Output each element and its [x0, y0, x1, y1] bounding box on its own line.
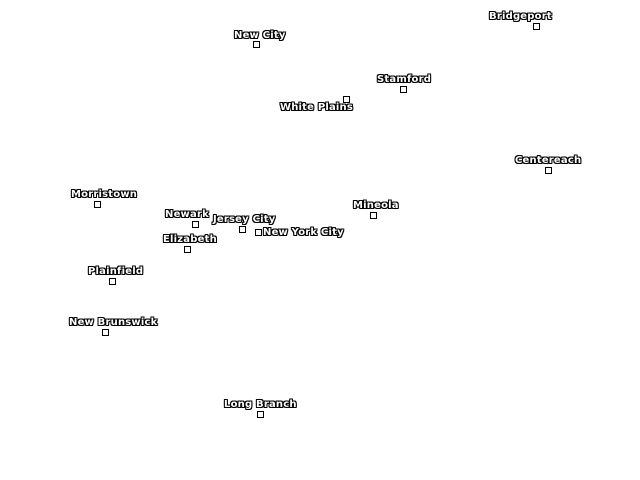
city-marker-white-plains[interactable] — [343, 96, 350, 103]
city-label-newark: Newark — [165, 209, 209, 220]
city-label-stamford: Stamford — [377, 74, 432, 85]
city-marker-new-york-city[interactable] — [255, 229, 262, 236]
city-marker-mineola[interactable] — [370, 212, 377, 219]
city-marker-jersey-city[interactable] — [239, 226, 246, 233]
city-label-centereach: Centereach — [515, 155, 582, 166]
city-marker-elizabeth[interactable] — [184, 246, 191, 253]
city-marker-centereach[interactable] — [545, 167, 552, 174]
city-marker-plainfield[interactable] — [109, 278, 116, 285]
city-marker-stamford[interactable] — [400, 86, 407, 93]
city-marker-morristown[interactable] — [94, 201, 101, 208]
city-label-morristown: Morristown — [71, 189, 138, 200]
city-marker-long-branch[interactable] — [257, 411, 264, 418]
city-label-long-branch: Long Branch — [224, 399, 297, 410]
city-label-mineola: Mineola — [353, 200, 399, 211]
city-label-new-city: New City — [234, 30, 286, 41]
city-marker-new-brunswick[interactable] — [102, 329, 109, 336]
city-marker-newark[interactable] — [192, 221, 199, 228]
city-label-bridgeport: Bridgeport — [489, 11, 552, 22]
city-marker-bridgeport[interactable] — [533, 23, 540, 30]
city-label-new-york-city: New York City — [263, 227, 344, 238]
city-label-jersey-city: Jersey City — [213, 214, 276, 225]
city-label-white-plains: White Plains — [280, 102, 354, 113]
city-label-elizabeth: Elizabeth — [163, 234, 217, 245]
city-label-plainfield: Plainfield — [88, 266, 144, 277]
city-label-new-brunswick: New Brunswick — [69, 317, 158, 328]
city-marker-new-city[interactable] — [253, 41, 260, 48]
